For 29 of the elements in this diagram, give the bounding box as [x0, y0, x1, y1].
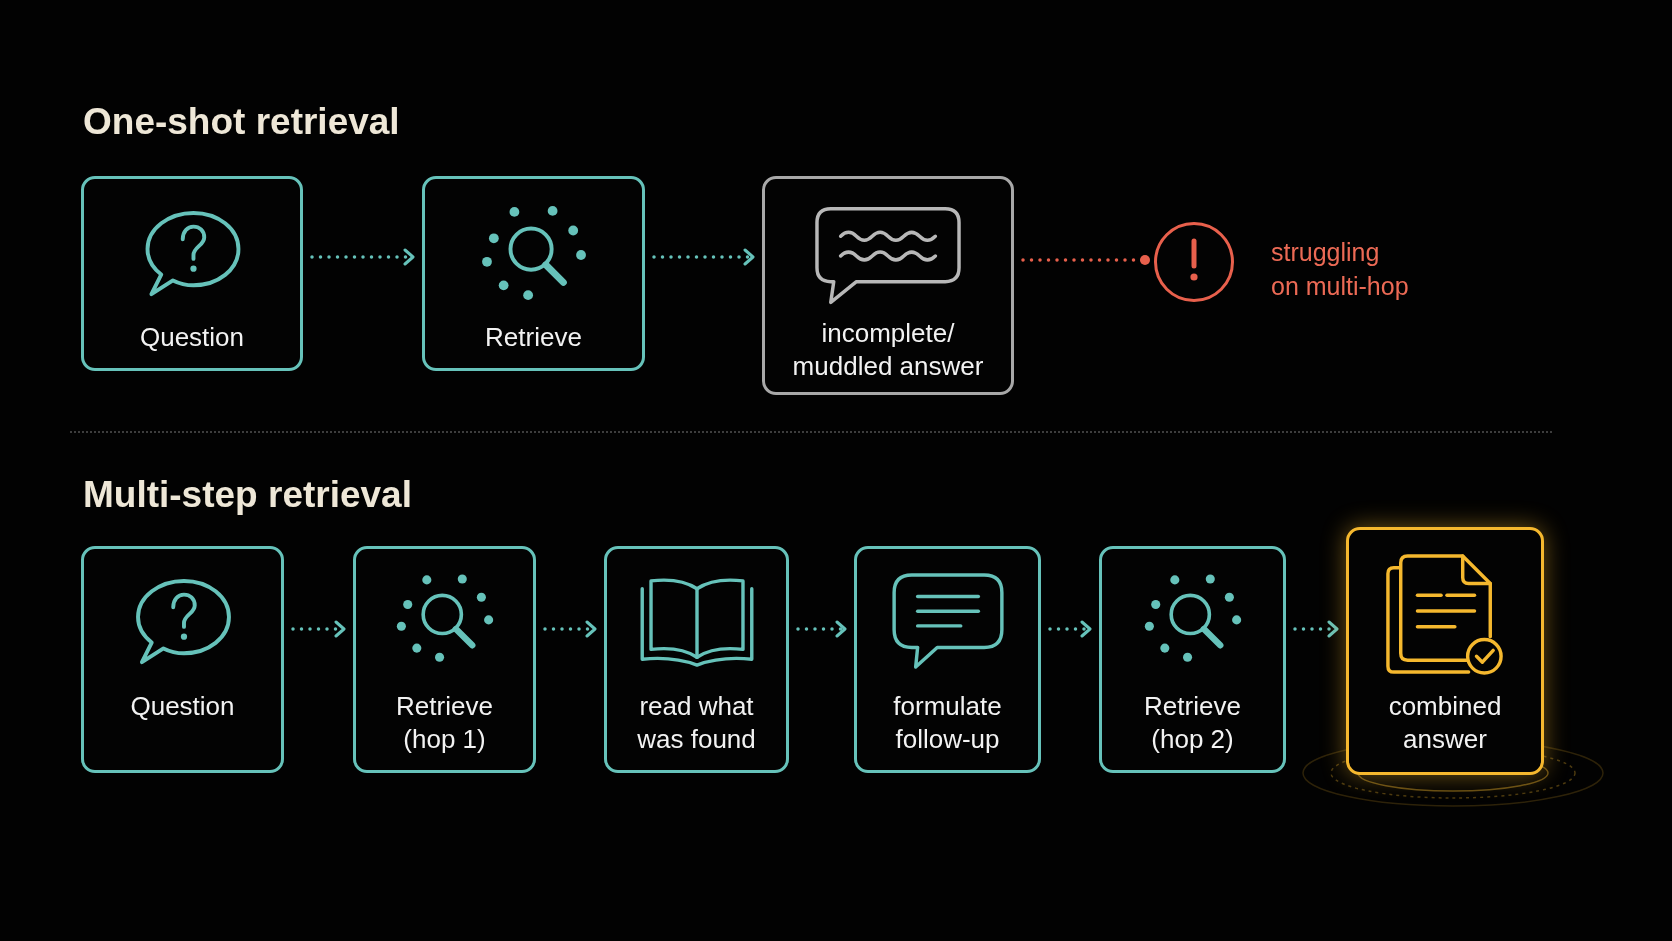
node-label: Retrieve — [485, 321, 582, 354]
process-box — [762, 176, 1014, 395]
node-label: incomplete/ muddled answer — [791, 317, 985, 383]
node-label: Retrieve (hop 1) — [395, 690, 494, 756]
process-box — [1346, 527, 1544, 775]
dotted-arrow — [291, 620, 346, 638]
node-label: formulate follow-up — [892, 690, 1003, 756]
process-box — [604, 546, 789, 773]
dotted-arrow — [1048, 620, 1092, 638]
process-box — [1099, 546, 1286, 773]
process-box — [422, 176, 645, 371]
section-heading: One-shot retrieval — [83, 101, 400, 143]
dotted-arrow — [310, 248, 415, 266]
node-label: Retrieve (hop 2) — [1143, 690, 1242, 756]
node-label: Question — [130, 690, 235, 723]
dotted-arrow — [543, 620, 597, 638]
process-box — [353, 546, 536, 773]
process-box — [81, 176, 303, 371]
annotation-text: struggling on multi-hop — [1271, 237, 1410, 302]
section-heading: Multi-step retrieval — [83, 474, 412, 516]
dotted-connector — [1021, 255, 1150, 265]
dotted-arrow — [1293, 620, 1339, 638]
node-label: Question — [139, 321, 245, 354]
dotted-arrow — [652, 248, 755, 266]
dotted-arrow — [796, 620, 847, 638]
node-label: read what was found — [636, 690, 757, 756]
process-box — [81, 546, 284, 773]
node-label: combined answer — [1387, 690, 1503, 756]
process-box — [854, 546, 1041, 773]
